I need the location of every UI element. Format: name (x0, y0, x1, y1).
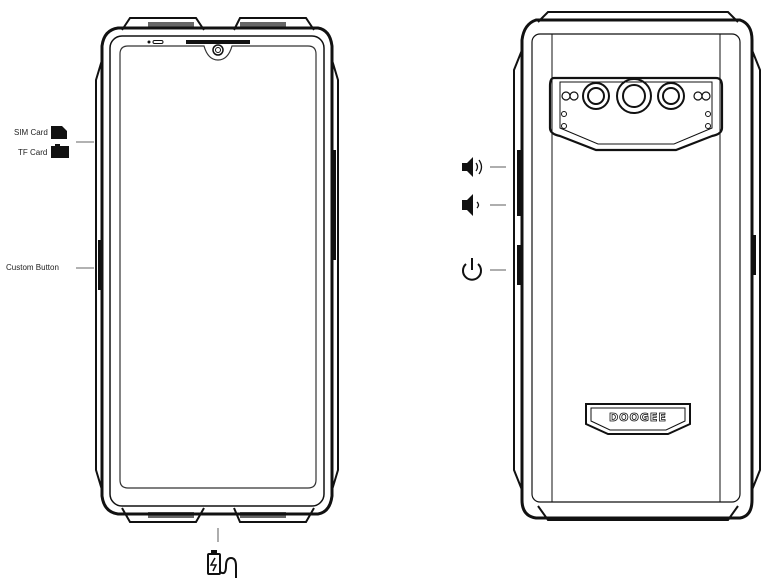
back-volume-buttons (517, 150, 521, 216)
back-inner-panel (531, 33, 741, 503)
volume-down-icon (462, 194, 480, 216)
back-bottom-cap (537, 505, 739, 521)
left-side-button (98, 240, 102, 290)
volume-up-icon (462, 157, 483, 177)
front-leader-lines (76, 141, 219, 542)
logo-badge (585, 403, 691, 435)
front-body-outline (100, 26, 334, 516)
flash-left (561, 91, 571, 101)
camera-module (548, 76, 724, 152)
front-view (95, 17, 339, 523)
sim-card-label: SIM Card (14, 128, 48, 137)
flash-right (693, 91, 703, 101)
front-top-grip (121, 17, 315, 31)
back-top-cap (537, 11, 739, 23)
logo-text: DOOGEE (609, 411, 667, 424)
camera-lens-left (582, 82, 610, 110)
camera-lens-main (616, 78, 652, 114)
front-screen (119, 45, 317, 489)
power-icon (462, 258, 482, 281)
back-power-button (517, 245, 521, 285)
front-inner-frame (109, 35, 325, 507)
back-leader-lines (490, 166, 506, 271)
front-camera (212, 44, 224, 56)
back-view (513, 11, 761, 521)
tf-card-label: TF Card (18, 148, 48, 157)
earpiece (186, 40, 250, 44)
tf-card-icon (51, 144, 69, 158)
custom-button-label: Custom Button (6, 263, 59, 272)
right-side-buttons (332, 150, 336, 260)
camera-lens-right (657, 82, 685, 110)
back-body-outline (520, 18, 754, 520)
sim-card-icon (51, 126, 67, 139)
charging-cable-icon (207, 550, 237, 578)
